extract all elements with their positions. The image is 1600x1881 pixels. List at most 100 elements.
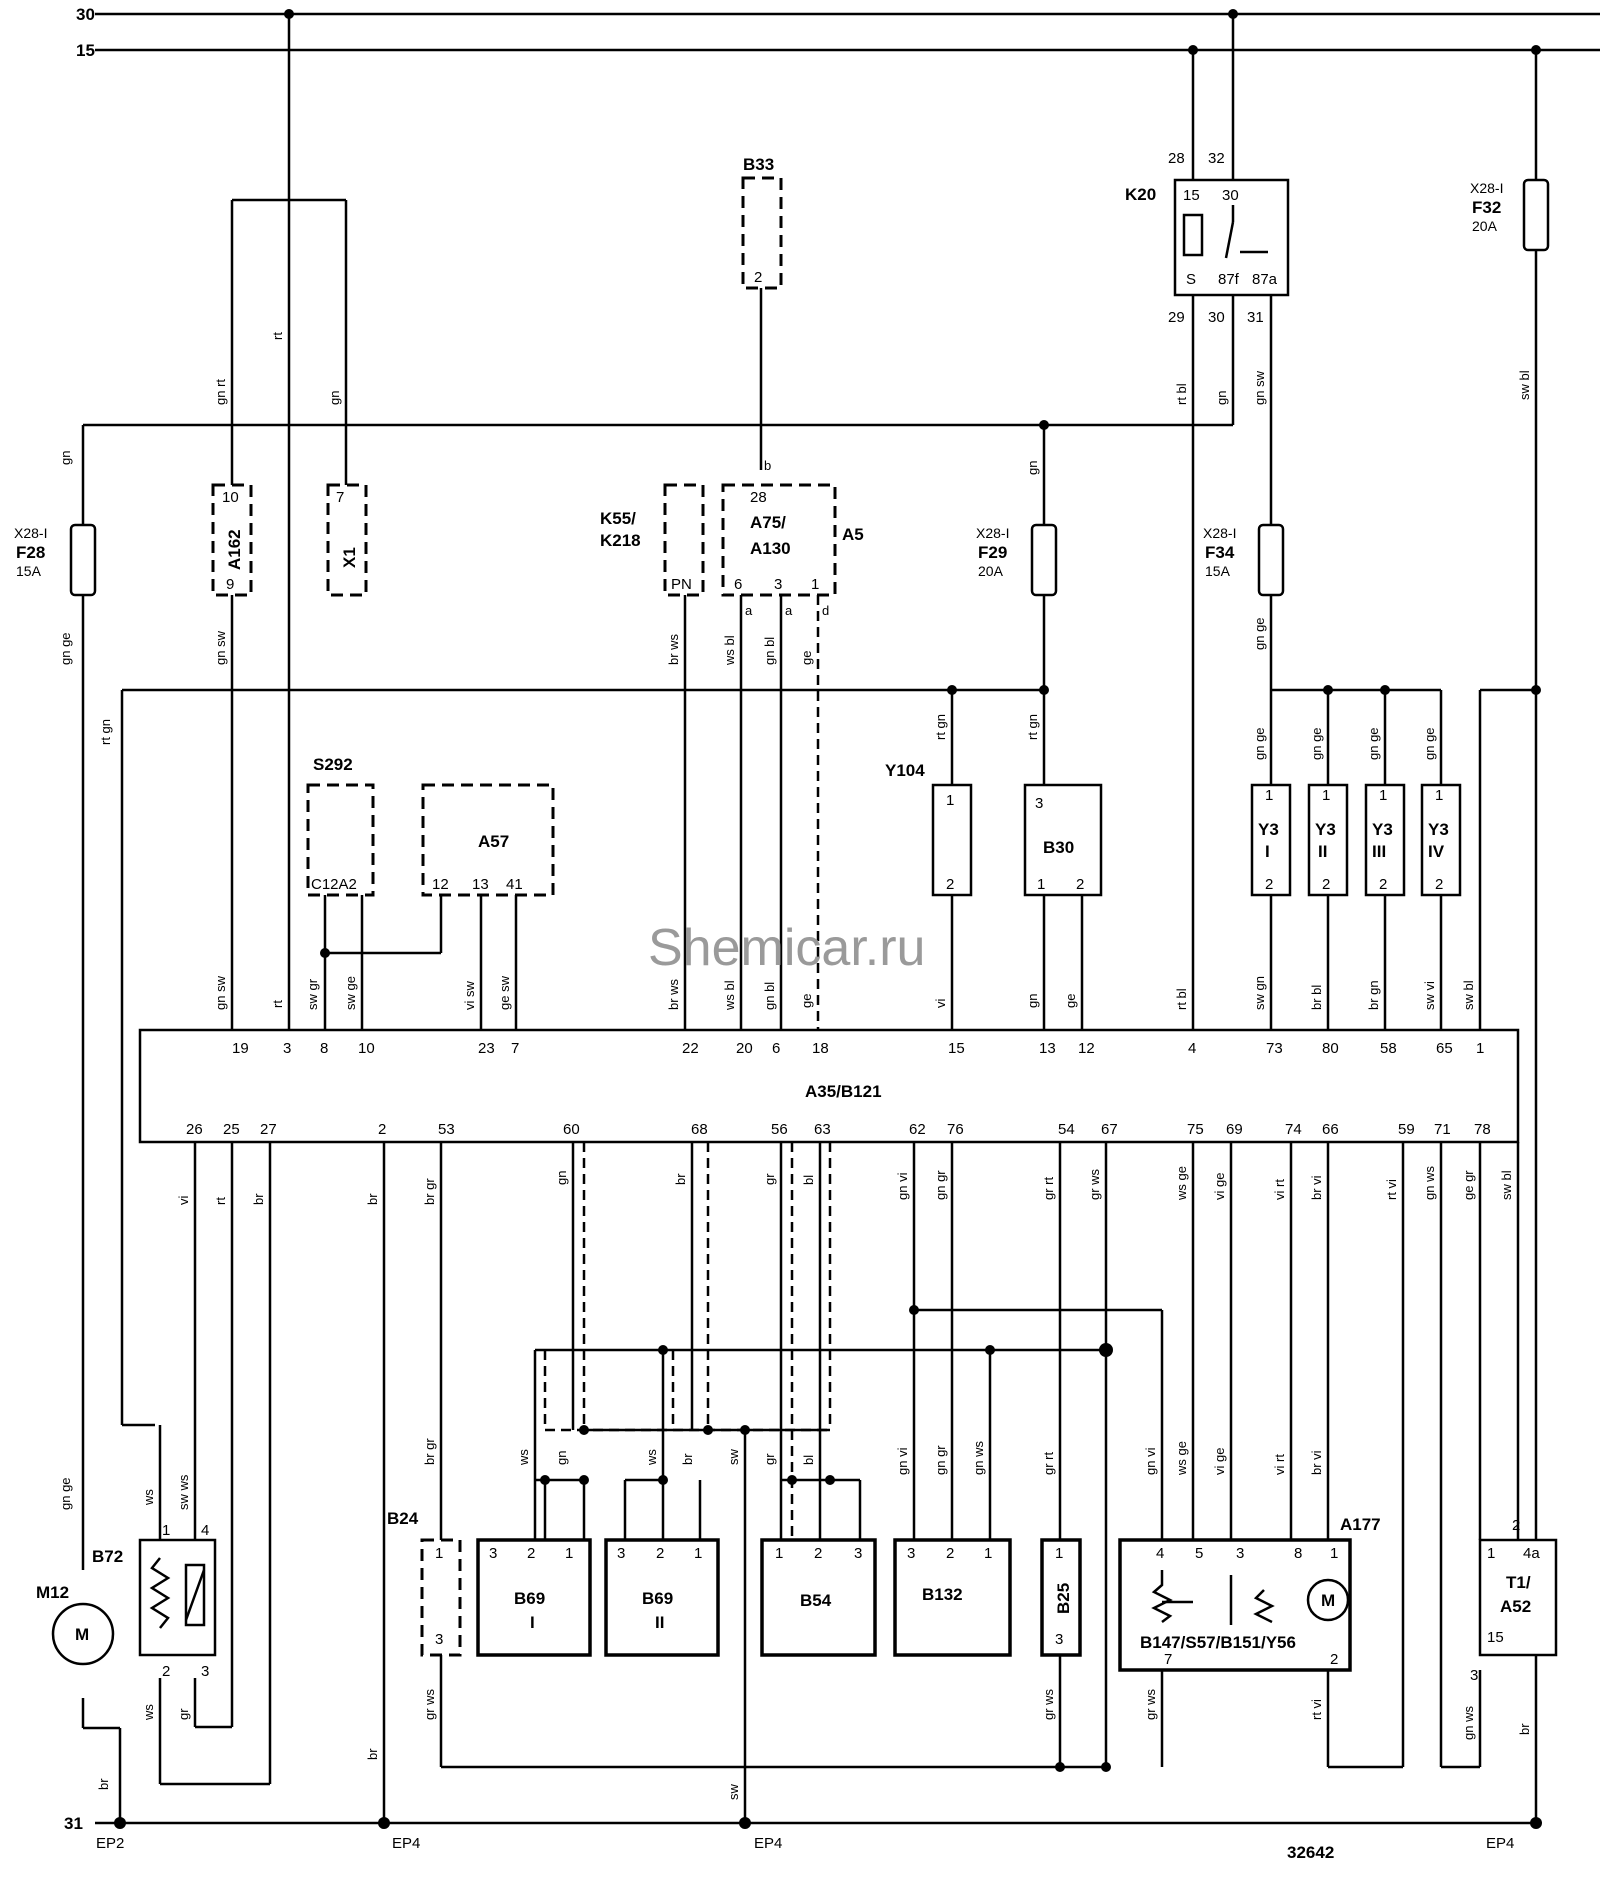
- ground-ep2: EP2: [96, 1835, 124, 1852]
- wire-label: gr: [176, 1708, 191, 1720]
- y3-2-sub: II: [1318, 842, 1327, 861]
- wire-label: sw: [726, 1449, 741, 1466]
- wire-label: gn: [1025, 461, 1040, 475]
- y3-pin: 2: [1379, 876, 1387, 893]
- ecu-pin-bottom: 59: [1398, 1121, 1415, 1138]
- sensor-b69-1: 3 2 1 B69 I: [476, 1538, 592, 1657]
- junction: [1323, 685, 1333, 695]
- wire-label: br: [365, 1748, 380, 1760]
- ecu-pin-top: 19: [232, 1040, 249, 1057]
- wire-label: gn ws: [971, 1441, 986, 1475]
- a177-resistor-icon: [1151, 1570, 1173, 1623]
- junction: [579, 1475, 589, 1485]
- wire-label: br vi: [1309, 1175, 1324, 1200]
- wire-label: sw gr: [305, 978, 320, 1010]
- y104-body: [931, 783, 973, 897]
- wire-label: ws ge: [1174, 1166, 1189, 1201]
- wire-label: vi: [176, 1196, 191, 1206]
- ecu-pin-top: 13: [1039, 1040, 1056, 1057]
- a75-body: [721, 483, 837, 597]
- relay-pin: 32: [1208, 150, 1225, 167]
- power-rails: 30 15 3 1: [64, 5, 1600, 1833]
- wire-label: ws: [644, 1449, 659, 1466]
- junction: [1228, 9, 1238, 19]
- fuse-f34: X28-I F34 15A: [1203, 523, 1285, 597]
- wire-label: ws bl: [722, 980, 737, 1011]
- wire-label: gn: [327, 391, 342, 405]
- y3-1-body: [1250, 783, 1292, 897]
- junction: [1039, 420, 1049, 430]
- m12-symbol: M: [75, 1625, 89, 1644]
- ecu-pin-top: 18: [812, 1040, 829, 1057]
- b72-pin: 4: [201, 1522, 209, 1539]
- ecu-pin-top: 7: [511, 1040, 519, 1057]
- b54-name: B54: [800, 1591, 832, 1610]
- b69-1-body: [476, 1538, 592, 1657]
- y3-4-sub: IV: [1428, 842, 1445, 861]
- b69-2-name: B69: [642, 1589, 673, 1608]
- ecu-pin-bottom: 67: [1101, 1121, 1118, 1138]
- a177-name: A177: [1340, 1515, 1381, 1534]
- watermark: Shemicar.ru: [648, 919, 925, 977]
- a57-pin: 41: [506, 876, 523, 893]
- wire-label: gn vi: [1143, 1447, 1158, 1475]
- fuse-f29-connector: X28-I: [976, 525, 1009, 541]
- wire-label: gn gr: [933, 1445, 948, 1475]
- a177-pin: 5: [1195, 1545, 1203, 1562]
- ecu-pin-top: 23: [478, 1040, 495, 1057]
- a162-body: [211, 483, 253, 597]
- wire-label: sw: [726, 1784, 741, 1801]
- ecu-pin-top: 20: [736, 1040, 753, 1057]
- wire-label: vi sw: [462, 981, 477, 1011]
- junction: [540, 1475, 550, 1485]
- b69-2-pin: 2: [656, 1545, 664, 1562]
- wire-label: rt bl: [1174, 988, 1189, 1010]
- b25-pin: 1: [1055, 1545, 1063, 1562]
- fuse-f29-rating: 20A: [978, 563, 1004, 579]
- wire-label: br gn: [1366, 980, 1381, 1010]
- b132-name: B132: [922, 1585, 963, 1604]
- b24-body: [420, 1538, 462, 1657]
- wire-label: rt vi: [1309, 1699, 1324, 1720]
- wire-label: vi: [933, 999, 948, 1009]
- x1-name: X1: [340, 547, 359, 568]
- fuse-f34-connector: X28-I: [1203, 525, 1236, 541]
- b72-pin: 2: [162, 1663, 170, 1680]
- component-k55: K55/ K218 PN: [600, 483, 705, 597]
- relay-term: 87f: [1218, 271, 1240, 288]
- ecu-body: [138, 1028, 1520, 1144]
- fuse-f34-name: F34: [1205, 543, 1235, 562]
- relay-k20-name: K20: [1125, 185, 1156, 204]
- component-a75: 28 A75/ A130 A5 6 3 1: [721, 483, 864, 597]
- a75-pin: 3: [774, 576, 782, 593]
- a75-name2: A130: [750, 539, 791, 558]
- sensor-b54: 1 2 3 B54: [760, 1538, 877, 1657]
- wire-label: gn vi: [895, 1172, 910, 1200]
- t1-pin: 3: [1470, 1667, 1478, 1684]
- wire-label: ge sw: [497, 975, 512, 1010]
- b30-body: [1023, 783, 1103, 897]
- wire-label: gn ws: [1461, 1706, 1476, 1740]
- wire-label: gr: [762, 1173, 777, 1185]
- relay-pin: 28: [1168, 150, 1185, 167]
- rail-15-label: 15: [76, 41, 95, 60]
- b33-body: [741, 176, 783, 290]
- ecu-pin-bottom: 2: [378, 1121, 386, 1138]
- wire-label: bl: [801, 1455, 816, 1465]
- wire-label: vi rt: [1272, 1454, 1287, 1475]
- y3-pin: 2: [1322, 876, 1330, 893]
- b25-name: B25: [1054, 1583, 1073, 1614]
- b25-body: [1040, 1538, 1082, 1657]
- wire-label: br: [251, 1193, 266, 1205]
- b69-1-sub: I: [530, 1613, 535, 1632]
- fuse-f32-body: [1522, 178, 1550, 252]
- t1-pin: 4a: [1523, 1545, 1540, 1562]
- wire-label: br: [96, 1778, 111, 1790]
- ecu-pin-top: 10: [358, 1040, 375, 1057]
- relay-term: 30: [1222, 187, 1239, 204]
- a75-letter: a: [785, 603, 793, 618]
- k55-name2: K218: [600, 531, 641, 550]
- ecu-pin-top: 80: [1322, 1040, 1339, 1057]
- a75-letter: a: [745, 603, 753, 618]
